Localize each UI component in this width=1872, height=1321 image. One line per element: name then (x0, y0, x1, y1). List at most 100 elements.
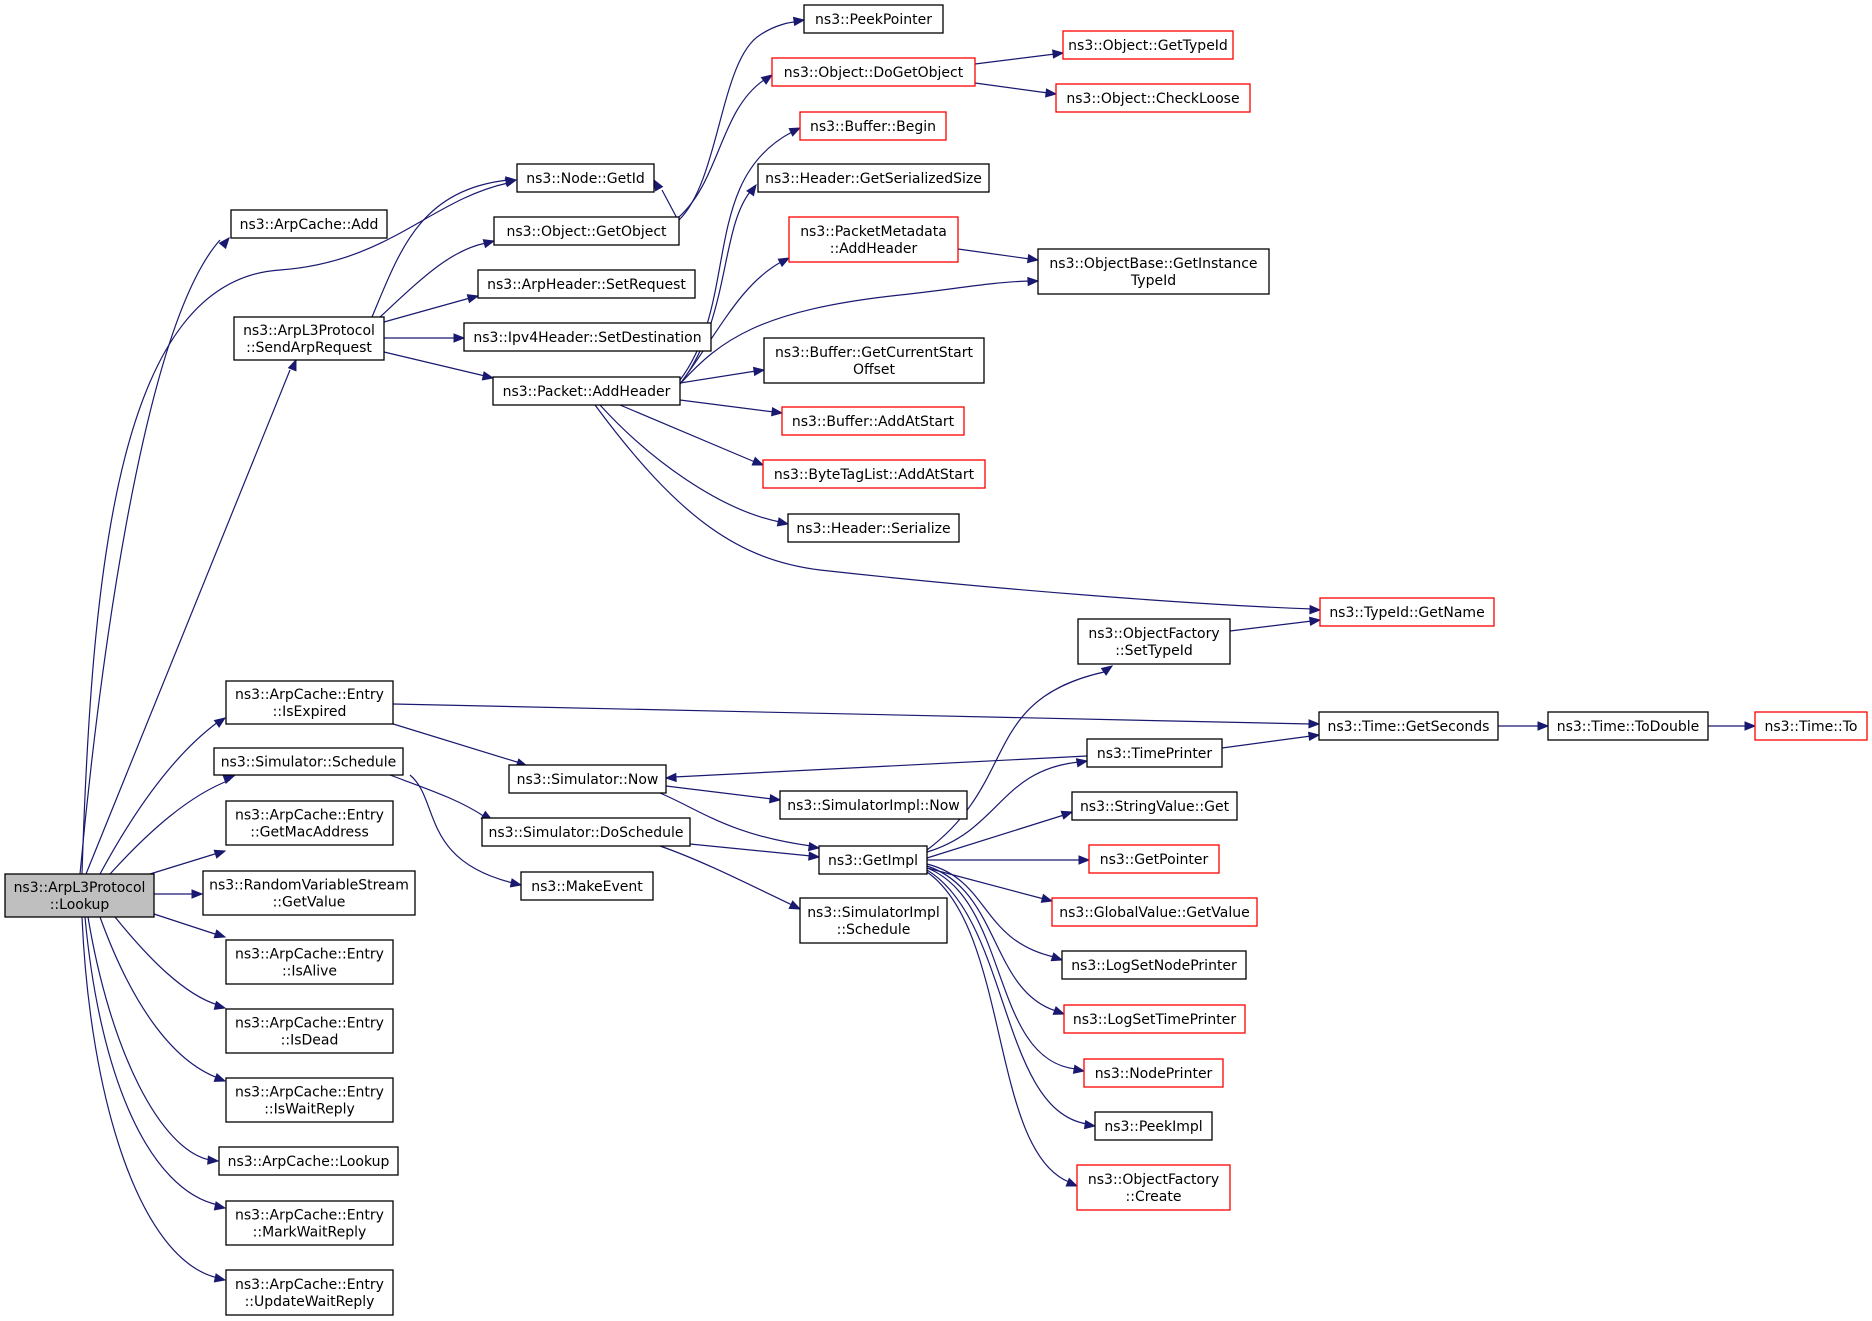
node-entry_getmac[interactable]: ns3::ArpCache::Entry::GetMacAddress (225, 800, 394, 846)
node-simulator_doschedule[interactable]: ns3::Simulator::DoSchedule (481, 817, 691, 847)
node-logsettimeprinter[interactable]: ns3::LogSetTimePrinter (1063, 1004, 1246, 1034)
node-objectfactory_settypeid[interactable]: ns3::ObjectFactory::SetTypeId (1077, 618, 1231, 665)
node-label: ns3::PacketMetadata (800, 224, 947, 240)
node-arpcache_add[interactable]: ns3::ArpCache::Add (230, 209, 388, 239)
node-entry_iswaitreply[interactable]: ns3::ArpCache::Entry::IsWaitReply (225, 1077, 394, 1123)
node-simulator_now[interactable]: ns3::Simulator::Now (508, 764, 667, 794)
node-box (225, 1077, 394, 1123)
node-peekimpl[interactable]: ns3::PeekImpl (1094, 1111, 1213, 1141)
node-bytetaglist_addatstart[interactable]: ns3::ByteTagList::AddAtStart (762, 459, 986, 489)
node-arpcache_lookup[interactable]: ns3::ArpCache::Lookup (218, 1146, 399, 1176)
edge-packet_addheader-to-header_getserializedsize (679, 183, 757, 385)
node-entry_markwaitreply[interactable]: ns3::ArpCache::Entry::MarkWaitReply (225, 1200, 394, 1246)
node-lookup[interactable]: ns3::ArpL3Protocol::Lookup (4, 873, 155, 918)
node-label: ::MarkWaitReply (253, 1225, 367, 1241)
node-object_dogetobject[interactable]: ns3::Object::DoGetObject (771, 57, 976, 87)
arrowhead (213, 1273, 227, 1283)
edge-line (81, 916, 219, 1279)
node-sim_schedule[interactable]: ns3::Simulator::Schedule (213, 747, 404, 776)
node-label: ns3::Object::GetTypeId (1068, 38, 1228, 54)
arrowhead (481, 371, 495, 381)
node-node_getid[interactable]: ns3::Node::GetId (516, 163, 655, 193)
node-box (1061, 950, 1247, 980)
node-rvs_getvalue[interactable]: ns3::RandomVariableStream::GetValue (202, 870, 416, 916)
node-packet_addheader[interactable]: ns3::Packet::AddHeader (492, 376, 681, 406)
edges-layer (79, 16, 1757, 1283)
node-entry_updatewaitreply[interactable]: ns3::ArpCache::Entry::UpdateWaitReply (225, 1269, 394, 1316)
node-box (1319, 597, 1495, 627)
node-label: ns3::Object::GetObject (506, 224, 667, 240)
node-label: ns3::TypeId::GetName (1329, 605, 1484, 621)
node-peekpointer[interactable]: ns3::PeekPointer (803, 4, 944, 34)
node-stringvalue_get[interactable]: ns3::StringValue::Get (1071, 791, 1238, 821)
node-logsetnodeprinter[interactable]: ns3::LogSetNodePrinter (1061, 950, 1247, 980)
edge-line (371, 179, 509, 318)
node-box (1051, 897, 1258, 927)
edge-timeprinter-to-time_getseconds (1221, 731, 1321, 749)
arrowhead (213, 929, 227, 939)
node-arpheader_setrequest[interactable]: ns3::ArpHeader::SetRequest (477, 269, 696, 299)
arrowhead (1027, 276, 1040, 287)
node-object_getobject[interactable]: ns3::Object::GetObject (493, 216, 680, 246)
node-getimpl[interactable]: ns3::GetImpl (818, 845, 928, 875)
node-box (1063, 1004, 1246, 1034)
node-label: ::Lookup (50, 897, 110, 913)
edge-line (679, 191, 751, 385)
node-box (757, 163, 990, 193)
node-entry_isdead[interactable]: ns3::ArpCache::Entry::IsDead (225, 1008, 394, 1054)
node-label: ns3::Buffer::Begin (810, 119, 936, 135)
node-header_getserializedsize[interactable]: ns3::Header::GetSerializedSize (757, 163, 990, 193)
node-label: Offset (853, 362, 896, 378)
edge-send_arp_request-to-ipv4header_setdest (384, 333, 466, 343)
node-buffer_addatstart[interactable]: ns3::Buffer::AddAtStart (781, 406, 965, 436)
node-label: ::Create (1126, 1189, 1182, 1205)
node-time_getseconds[interactable]: ns3::Time::GetSeconds (1318, 711, 1499, 741)
node-typeid_getname[interactable]: ns3::TypeId::GetName (1319, 597, 1495, 627)
edge-line (679, 399, 775, 413)
edge-send_arp_request-to-packet_addheader (383, 351, 495, 381)
node-timeprinter[interactable]: ns3::TimePrinter (1086, 738, 1223, 768)
node-label: ns3::Header::Serialize (796, 521, 950, 537)
node-label: ns3::ArpCache::Entry (235, 947, 384, 963)
node-ipv4header_setdest[interactable]: ns3::Ipv4Header::SetDestination (463, 322, 712, 352)
node-objectfactory_create[interactable]: ns3::ObjectFactory::Create (1076, 1164, 1231, 1211)
node-buffer_begin[interactable]: ns3::Buffer::Begin (799, 111, 947, 141)
arrowhead (760, 74, 774, 85)
node-box (1088, 844, 1220, 874)
edge-packet_addheader-to-buffer_getcurrentstartoffset (679, 366, 766, 384)
node-time_to[interactable]: ns3::Time::To (1754, 711, 1868, 741)
node-send_arp_request[interactable]: ns3::ArpL3Protocol::SendArpRequest (233, 316, 385, 361)
node-label: ns3::GetImpl (828, 853, 918, 869)
node-box (508, 764, 667, 794)
edge-getimpl-to-timeprinter (926, 758, 1089, 853)
edge-line (673, 755, 1088, 778)
node-time_todouble[interactable]: ns3::Time::ToDouble (1547, 711, 1709, 741)
node-makeevent[interactable]: ns3::MakeEvent (520, 871, 654, 901)
node-box (1037, 248, 1270, 295)
arrowhead (664, 772, 677, 783)
node-getpointer[interactable]: ns3::GetPointer (1088, 844, 1220, 874)
node-nodeprinter[interactable]: ns3::NodePrinter (1083, 1058, 1224, 1088)
node-globalvalue_getvalue[interactable]: ns3::GlobalValue::GetValue (1051, 897, 1258, 927)
edge-timeprinter-to-simulator_now (664, 755, 1088, 783)
node-box (520, 871, 654, 901)
node-entry_isexpired[interactable]: ns3::ArpCache::Entry::IsExpired (225, 680, 394, 725)
node-simulatorimpl_schedule[interactable]: ns3::SimulatorImpl::Schedule (799, 897, 948, 944)
node-simulatorimpl_now[interactable]: ns3::SimulatorImpl::Now (779, 790, 968, 820)
edge-getimpl-to-getpointer (927, 855, 1091, 865)
edge-lookup-to-entry_isalive (153, 913, 227, 939)
node-header_serialize[interactable]: ns3::Header::Serialize (787, 513, 960, 543)
node-label: ns3::ArpCache::Entry (235, 808, 384, 824)
edge-lookup-to-arpcache_lookup (87, 916, 220, 1165)
node-object_gettypeid[interactable]: ns3::Object::GetTypeId (1062, 30, 1234, 60)
node-object_checkloose[interactable]: ns3::Object::CheckLoose (1055, 83, 1251, 113)
arrowhead (213, 1201, 227, 1211)
arrowhead (751, 456, 765, 466)
node-packetmetadata_addheader[interactable]: ns3::PacketMetadata::AddHeader (788, 216, 959, 263)
node-entry_isalive[interactable]: ns3::ArpCache::Entry::IsAlive (225, 939, 394, 985)
edge-line (599, 404, 781, 523)
node-label: ::UpdateWaitReply (245, 1294, 375, 1310)
